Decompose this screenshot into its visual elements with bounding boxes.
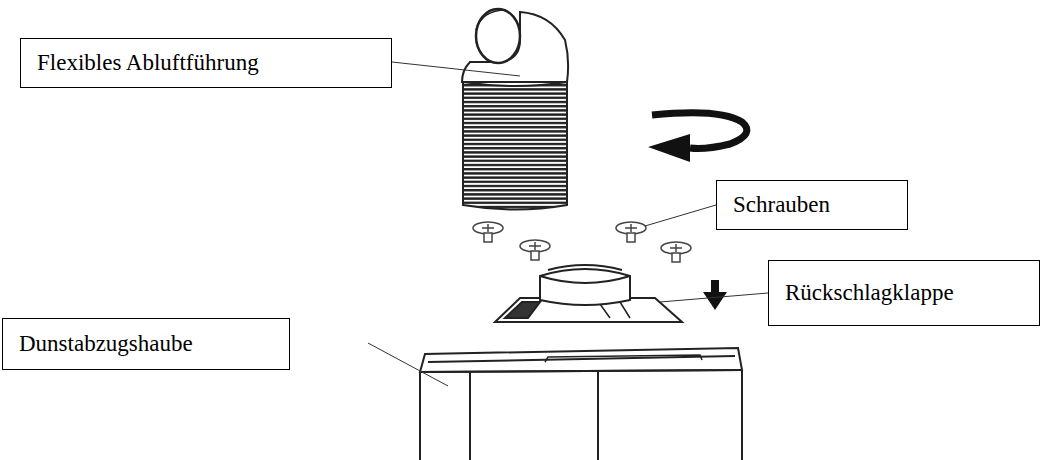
label-box: Flexibles Abluftführung — [20, 38, 392, 88]
label-text: Dunstabzugshaube — [19, 331, 193, 357]
screws — [473, 222, 691, 262]
down-arrow — [703, 280, 727, 310]
label-text: Rückschlagklappe — [785, 280, 954, 306]
flexible-duct — [462, 9, 568, 210]
label-box: Dunstabzugshaube — [2, 318, 290, 370]
label-text: Schrauben — [733, 192, 830, 218]
range-hood — [420, 348, 742, 460]
rotation-arrow — [648, 113, 747, 162]
leader-lines — [368, 62, 768, 386]
label-box: Rückschlagklappe — [768, 260, 1040, 326]
label-box: Schrauben — [716, 180, 908, 230]
check-valve — [495, 265, 682, 322]
label-text: Flexibles Abluftführung — [37, 50, 259, 76]
